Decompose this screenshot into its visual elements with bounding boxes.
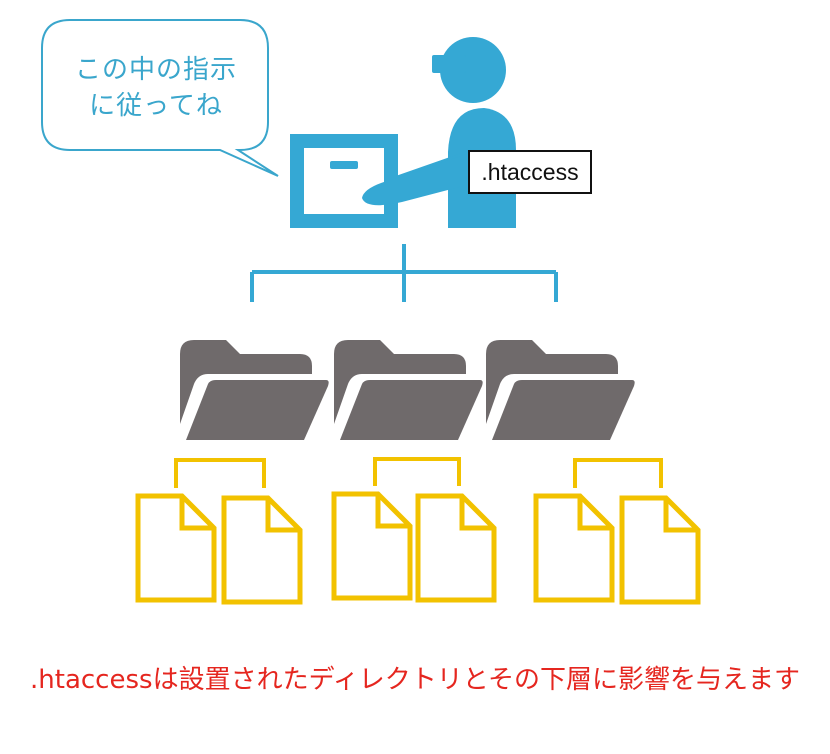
document-icon bbox=[334, 494, 410, 598]
speech-bubble-text: この中の指示 に従ってね bbox=[58, 52, 254, 124]
yellow-connector-middle bbox=[373, 457, 461, 486]
folder-icon bbox=[486, 340, 635, 440]
arm-icon bbox=[362, 152, 486, 206]
document-icon bbox=[622, 498, 698, 602]
box-icon bbox=[290, 134, 398, 228]
yellow-connector-left bbox=[174, 458, 266, 488]
diagram-caption: .htaccessは設置されたディレクトリとその下層に影響を与えます bbox=[30, 665, 800, 695]
document-icon bbox=[536, 496, 612, 600]
blue-tree-connector bbox=[250, 244, 558, 302]
speech-bubble-icon bbox=[41, 19, 279, 177]
document-icon bbox=[224, 498, 300, 602]
folder-icon bbox=[334, 340, 483, 440]
document-icon bbox=[418, 496, 494, 600]
yellow-connector-right bbox=[573, 458, 663, 488]
speech-bubble-line2: に従ってね bbox=[89, 91, 223, 121]
folder-icon bbox=[180, 340, 329, 440]
document-icon bbox=[138, 496, 214, 600]
speech-bubble-line1: この中の指示 bbox=[74, 55, 237, 85]
htaccess-file-label: .htaccess bbox=[468, 150, 592, 194]
